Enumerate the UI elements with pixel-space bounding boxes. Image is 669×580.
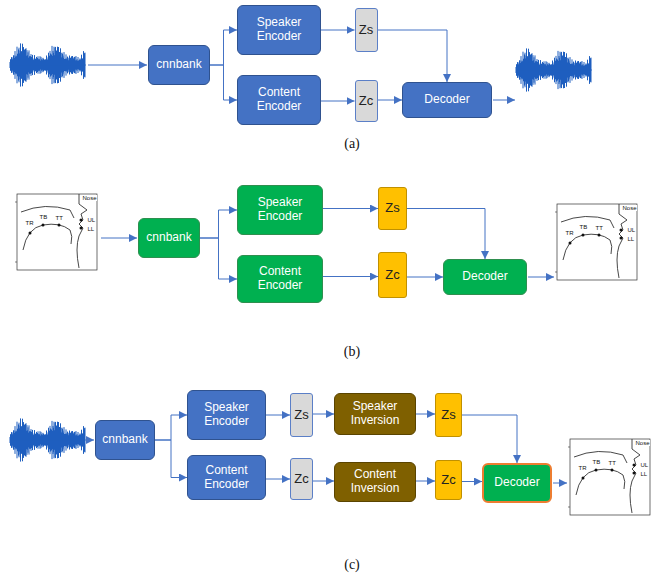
connector-arrow	[313, 481, 334, 482]
connector-arrow	[155, 415, 187, 440]
connector-arrow	[416, 414, 435, 415]
sensor-label: UL	[627, 227, 636, 233]
connector-arrow	[407, 277, 443, 278]
connector-arrow	[462, 481, 482, 482]
node-label: Speaker Inversion	[338, 400, 412, 428]
sensor-label: TT	[608, 460, 616, 466]
connector-arrow	[323, 276, 378, 277]
connector-arrow	[321, 101, 355, 102]
latent-box: Zc	[290, 458, 313, 500]
panel-caption: (b)	[344, 345, 360, 359]
input-arrow	[87, 440, 94, 441]
connector-arrow	[210, 30, 237, 65]
connector-arrow	[378, 30, 448, 82]
sensor-label: TT	[595, 225, 603, 231]
connector-arrow	[266, 479, 290, 480]
latent-box: Zc	[355, 80, 378, 122]
node-label: Decoder	[424, 93, 469, 107]
speech-waveform	[10, 43, 86, 86]
node-label: Content Encoder	[241, 86, 317, 114]
panel-caption: (c)	[344, 558, 360, 572]
sensor-label: Nose	[82, 195, 97, 201]
connector-arrow	[321, 30, 355, 31]
panel-caption: (a)	[344, 137, 360, 151]
feature-box: cnnbank	[148, 45, 210, 85]
node-label: Zs	[441, 408, 455, 423]
node-label: cnnbank	[146, 231, 191, 245]
sensor-label: UL	[640, 462, 649, 468]
latent-box: Zc	[435, 460, 462, 500]
decoder-box: Decoder	[402, 82, 492, 118]
node-label: Zc	[385, 268, 399, 283]
decoder-box: Decoder	[482, 463, 552, 503]
sensor-label: LL	[640, 471, 648, 477]
articulatory-figure	[555, 204, 637, 280]
sensor-label: TB	[592, 459, 601, 465]
connector-arrow	[200, 238, 237, 279]
feature-box: cnnbank	[95, 420, 155, 460]
node-label: Content Inversion	[338, 468, 412, 496]
speech-waveform	[10, 418, 86, 461]
sensor-label: LL	[87, 226, 95, 232]
node-label: Content Encoder	[241, 265, 319, 293]
connector-arrow	[200, 210, 237, 238]
output-arrow	[528, 277, 554, 278]
node-label: Zs	[385, 201, 399, 216]
speech-waveform	[516, 48, 592, 91]
inversion-box: Speaker Inversion	[334, 393, 416, 435]
decoder-box: Decoder	[443, 259, 527, 295]
connector-arrow	[266, 415, 290, 416]
encoder-box: Speaker Encoder	[237, 5, 321, 55]
sensor-label: TR	[578, 465, 587, 471]
latent-box: Zs	[355, 8, 378, 52]
latent-box: Zs	[435, 393, 462, 437]
input-arrow	[101, 238, 137, 239]
node-label: Speaker Encoder	[241, 196, 319, 224]
node-label: cnnbank	[102, 433, 147, 447]
encoder-box: Speaker Encoder	[237, 185, 323, 235]
sensor-label: TB	[39, 214, 48, 220]
node-label: Zs	[359, 23, 373, 38]
latent-box: Zc	[378, 252, 407, 298]
latent-box: Zs	[378, 187, 407, 230]
sensor-label: UL	[87, 217, 96, 223]
connector-arrow	[313, 414, 334, 415]
articulatory-figure	[15, 194, 97, 270]
sensor-label: TR	[25, 220, 34, 226]
sensor-label: Nose	[635, 440, 650, 446]
node-label: Speaker Encoder	[241, 16, 317, 44]
node-label: Content Encoder	[191, 464, 262, 492]
node-label: Speaker Encoder	[191, 401, 262, 429]
connector-arrow	[416, 481, 435, 482]
connector-arrow	[155, 440, 187, 478]
sensor-label: LL	[627, 236, 635, 242]
articulatory-figure	[568, 439, 650, 515]
node-label: Decoder	[494, 476, 539, 490]
node-label: Decoder	[462, 270, 507, 284]
sensor-label: TB	[579, 224, 588, 230]
encoder-box: Content Encoder	[237, 255, 323, 303]
connector-arrow	[378, 100, 403, 101]
sensor-label: Nose	[622, 205, 637, 211]
inversion-box: Content Inversion	[334, 462, 416, 502]
encoder-box: Speaker Encoder	[187, 390, 266, 440]
connector-arrow	[462, 415, 517, 463]
latent-box: Zs	[290, 393, 313, 437]
output-arrow	[493, 100, 515, 101]
encoder-box: Content Encoder	[237, 75, 321, 125]
node-label: Zc	[294, 472, 308, 487]
node-label: Zc	[359, 94, 373, 109]
input-arrow	[88, 65, 147, 66]
connector-arrow	[323, 208, 378, 209]
output-arrow	[553, 483, 567, 484]
feature-box: cnnbank	[138, 218, 200, 258]
sensor-label: TT	[55, 215, 63, 221]
node-label: cnnbank	[156, 58, 201, 72]
encoder-box: Content Encoder	[187, 455, 266, 500]
node-label: Zs	[294, 408, 308, 423]
sensor-label: TR	[565, 230, 574, 236]
connector-arrow	[407, 209, 485, 260]
connector-arrow	[210, 65, 237, 100]
node-label: Zc	[441, 473, 455, 488]
